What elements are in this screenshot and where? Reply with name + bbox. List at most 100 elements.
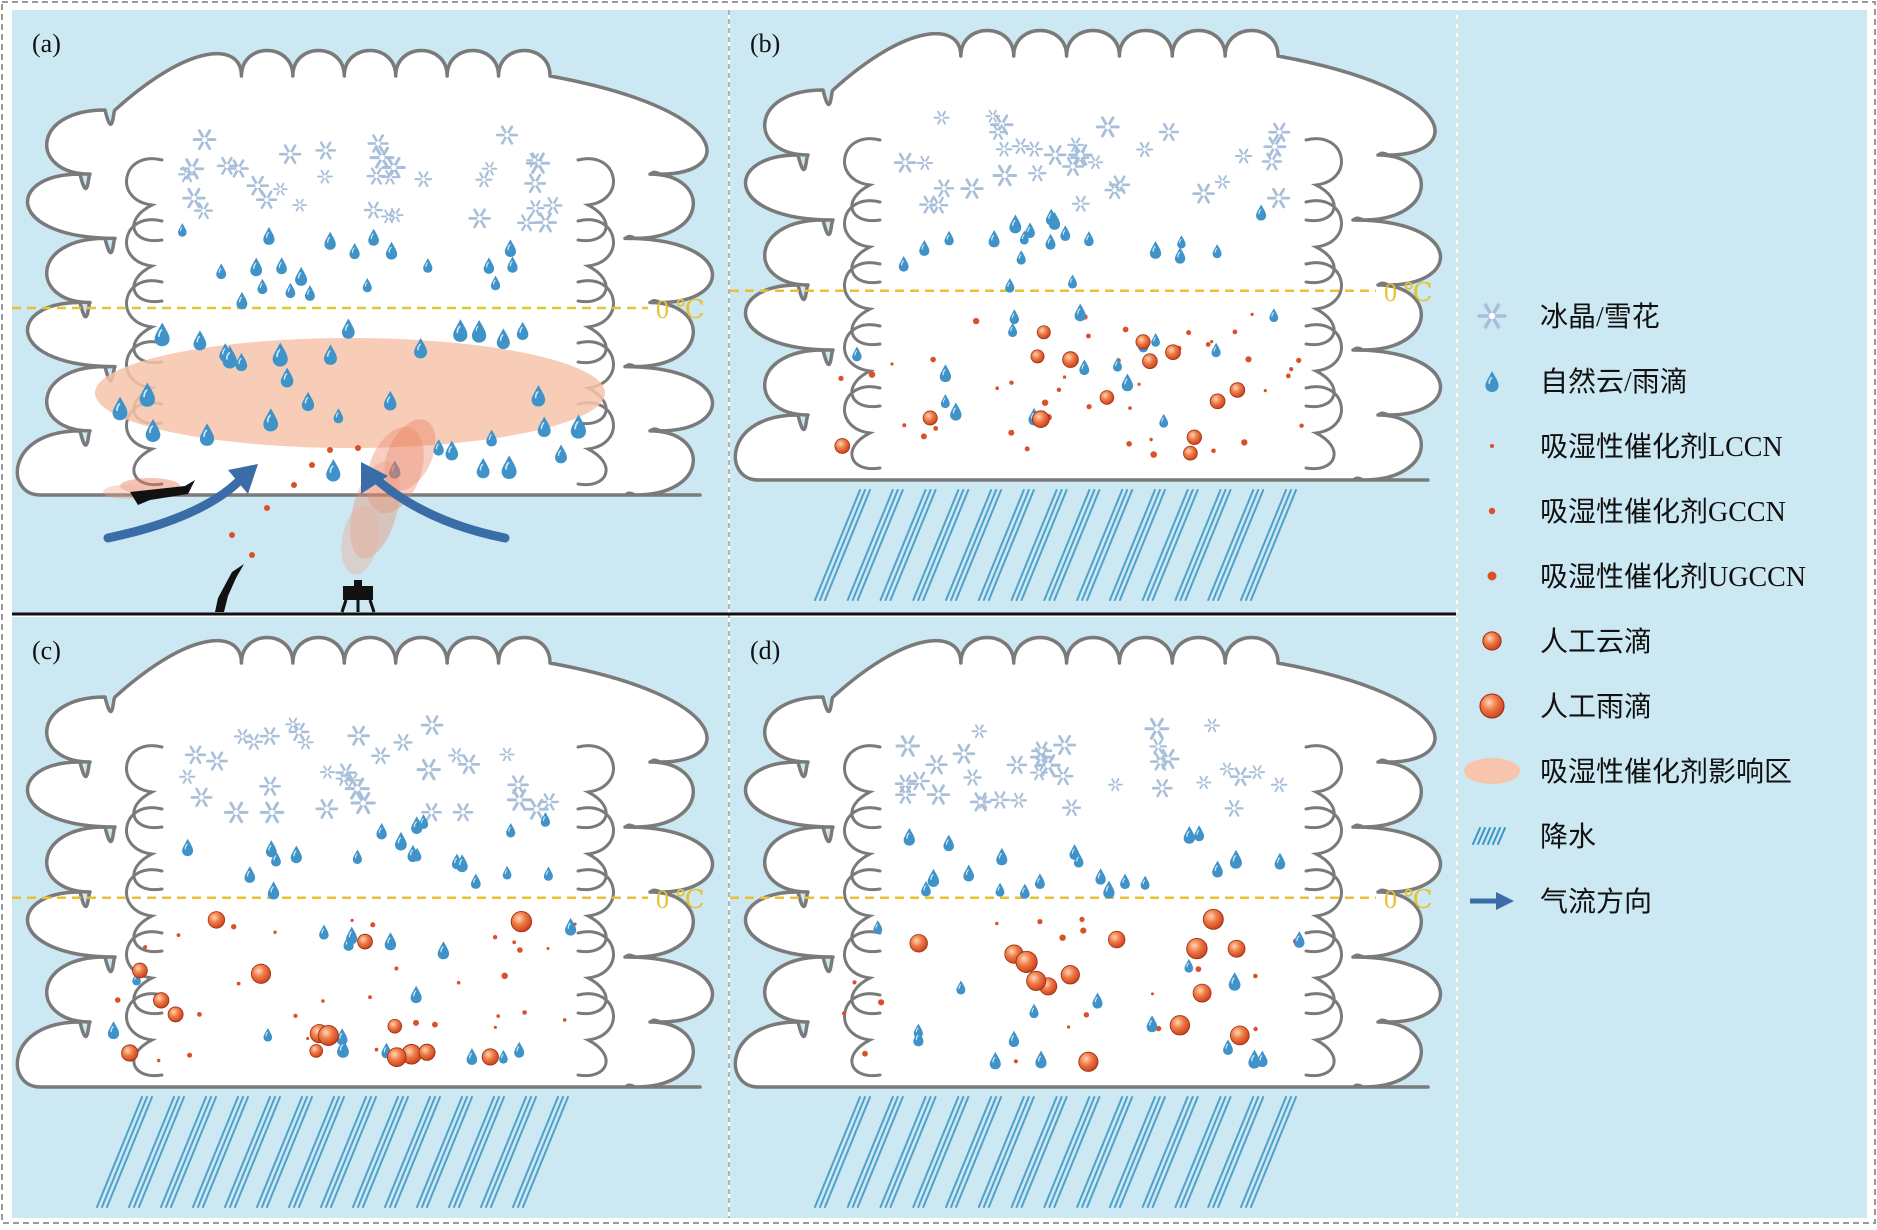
legend-item-zone: 吸湿性催化剂影响区 <box>1464 756 1792 788</box>
seeding-particle <box>1263 389 1267 393</box>
seeding-particle <box>1296 357 1302 363</box>
seeding-particle <box>291 482 297 488</box>
orange-droplet-icon <box>1482 631 1502 651</box>
panel-a-freezing-label: 0 ℃ <box>656 295 705 324</box>
artificial-cloud-drop <box>153 992 170 1009</box>
artificial-raindrop <box>510 910 533 933</box>
seeding-particle <box>229 532 235 538</box>
seeding-particle <box>1245 356 1252 363</box>
legend-item-flow: 气流方向 <box>1470 886 1652 918</box>
artificial-cloud-drop <box>481 1048 499 1066</box>
orange-droplet-icon <box>1482 631 1502 651</box>
seeding-particle <box>413 1019 419 1026</box>
seeding-particle <box>902 423 907 428</box>
artificial-raindrop <box>1078 1051 1099 1072</box>
seeding-particle <box>368 995 372 1000</box>
seeding-particle <box>264 505 270 511</box>
seeding-particle <box>197 1012 202 1017</box>
artificial-raindrop <box>1015 950 1038 973</box>
tiny-dot-icon <box>1490 444 1494 448</box>
artificial-raindrop <box>207 911 226 929</box>
legend-label: 气流方向 <box>1540 886 1652 918</box>
legend-item-rain_drop: 人工雨滴 <box>1479 691 1652 723</box>
artificial-cloud-drop <box>387 1018 403 1034</box>
seeding-particle <box>492 935 498 940</box>
seeding-particle <box>143 945 148 950</box>
seeding-particle <box>1253 1026 1258 1032</box>
panel-d-cloud <box>733 635 1443 1089</box>
panel-d-warm-layer <box>842 908 1306 1072</box>
seeding-particle <box>432 1021 438 1028</box>
rain-streak-icon <box>1472 827 1506 845</box>
legend-item-ugccn: 吸湿性催化剂UGCCN <box>1487 561 1806 593</box>
panel-a-warm-layer <box>111 317 587 558</box>
seeding-particle <box>249 552 255 558</box>
panel-c: 0 ℃(c) <box>12 635 715 1208</box>
airflow-arrow-right <box>370 473 510 543</box>
seeding-particle <box>309 462 315 468</box>
seeding-particle <box>546 947 550 950</box>
seeding-particle <box>1067 1025 1071 1029</box>
orange-raindrop-icon <box>1479 693 1505 719</box>
artificial-raindrop <box>909 934 928 953</box>
seeding-particle <box>1250 312 1254 316</box>
seeding-particle <box>493 1025 497 1029</box>
artificial-cloud-drop <box>357 933 373 950</box>
seeding-particle <box>995 921 999 926</box>
seeding-particle <box>321 999 325 1003</box>
seeding-particle <box>1024 446 1030 452</box>
seeding-particle <box>1086 404 1092 410</box>
seeding-particle <box>972 317 980 325</box>
artificial-cloud-drop <box>1031 410 1050 429</box>
artificial-cloud-drop <box>1036 325 1051 340</box>
legend-label: 人工云滴 <box>1540 626 1652 658</box>
seeding-particle <box>1126 441 1132 447</box>
seeding-particle <box>355 445 361 451</box>
seeding-particle <box>842 1011 846 1016</box>
legend-label: 吸湿性催化剂GCCN <box>1540 496 1786 528</box>
artificial-raindrop <box>1202 908 1224 930</box>
artificial-raindrop <box>1192 983 1212 1003</box>
artificial-raindrop <box>1169 1015 1191 1036</box>
artificial-cloud-drop <box>1062 351 1079 368</box>
artificial-cloud-drop <box>418 1043 436 1061</box>
artificial-cloud-drop <box>1229 382 1246 398</box>
seeding-particle <box>273 930 277 934</box>
seeding-particle <box>350 918 354 922</box>
seeding-particle <box>1056 387 1062 392</box>
seeding-particle <box>1062 375 1067 379</box>
seeding-particle <box>236 981 241 986</box>
artificial-raindrop <box>386 1047 407 1068</box>
panel-c-warm-layer <box>107 910 577 1068</box>
orange-raindrop-icon <box>1479 693 1505 719</box>
artificial-cloud-drop <box>1165 344 1181 361</box>
legend-label: 吸湿性催化剂UGCCN <box>1540 561 1806 593</box>
legend-item-lccn: 吸湿性催化剂LCCN <box>1490 431 1783 463</box>
seeding-particle <box>187 1052 193 1058</box>
small-dot-icon <box>1488 507 1496 515</box>
seeding-particle <box>890 362 894 366</box>
seeding-particle <box>370 922 376 928</box>
artificial-raindrop <box>1229 1025 1250 1046</box>
panel-d-precipitation <box>814 1096 1297 1208</box>
legend-label: 降水 <box>1540 821 1596 853</box>
artificial-raindrop <box>250 963 272 984</box>
artificial-cloud-drop <box>834 438 851 454</box>
artificial-cloud-drop <box>121 1044 139 1062</box>
seeding-particle <box>878 999 885 1006</box>
seeding-particle <box>1285 373 1291 379</box>
seeding-particle <box>1151 992 1154 996</box>
seeding-particle <box>862 1050 868 1057</box>
seeding-particle <box>1241 439 1248 446</box>
legend-item-gccn: 吸湿性催化剂GCCN <box>1488 496 1786 528</box>
artificial-cloud-drop <box>922 410 938 426</box>
legend-label: 自然云/雨滴 <box>1540 366 1688 398</box>
seeding-particle <box>501 972 508 979</box>
legend-item-ice: 冰晶/雪花 <box>1477 301 1660 333</box>
panel-b-label: (b) <box>750 29 780 58</box>
panel-d-freezing-label: 0 ℃ <box>1384 885 1433 914</box>
seeding-particle <box>1041 399 1049 406</box>
